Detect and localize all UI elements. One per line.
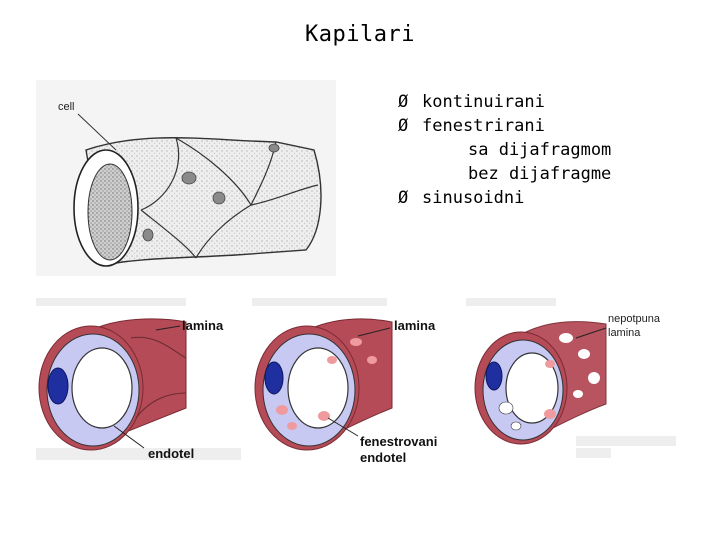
arrow-bullet-icon: Ø (398, 186, 422, 210)
label-fenestrated-endothel-line2: endotel (360, 450, 406, 465)
sub-bullet-item: bez dijafragme (398, 162, 611, 186)
arrow-bullet-icon: Ø (398, 90, 422, 114)
sinusoid-capillary-illustration: nepotpuna lamina (466, 298, 686, 468)
slide-title: Kapilari (0, 22, 720, 47)
label-incomplete-lamina-line1: nepotpuna (608, 313, 661, 325)
label-lamina: lamina (394, 318, 436, 333)
capillary-tube-illustration: cell (36, 80, 336, 276)
label-incomplete-lamina-line2: lamina (608, 327, 641, 339)
sub-bullet-item: sa dijafragmom (398, 138, 611, 162)
label-endothel: endotel (148, 446, 194, 461)
arrow-bullet-icon: Ø (398, 114, 422, 138)
label-lamina: lamina (182, 318, 224, 333)
label-fenestrated-endothel-line1: fenestrovani (360, 434, 437, 449)
continuous-capillary-illustration: lamina endotel (36, 298, 241, 468)
fenestrated-capillary-illustration: lamina fenestrovani endotel (252, 298, 457, 468)
label-cell: cell (58, 101, 75, 113)
